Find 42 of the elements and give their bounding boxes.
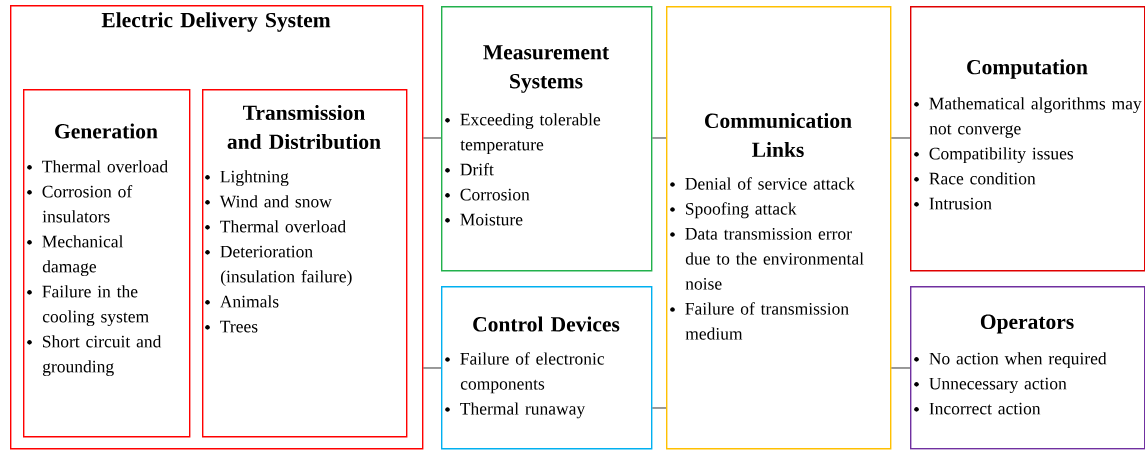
bullet-item: Incorrect action (929, 402, 1041, 415)
connector-line (652, 407, 667, 409)
bullet-item: Compatibility issues (929, 147, 1074, 164)
bullet-item: Wind and snow (219, 195, 332, 208)
box-heading: Generation (55, 123, 158, 139)
bullet-item: Denial of service attack (685, 177, 855, 190)
bullet-item: Data transmission error due to the environmental noise (685, 227, 864, 290)
connector-line (891, 137, 911, 139)
box-heading: Operators (980, 314, 1074, 334)
connector-line (423, 367, 442, 369)
bullet-item: Mathematical algorithms may not converge (929, 97, 1142, 139)
bullet-item: Deterioration (insulation failure) (220, 245, 352, 287)
bullet-item: Failure of electronic components (460, 352, 605, 394)
bullet-item: Thermal overload (42, 160, 168, 173)
bullet-item: Trees (220, 320, 258, 333)
box-heading: Control Devices (473, 316, 620, 332)
bullet-item: Corrosion of insulators (42, 185, 133, 223)
bullet-item: Corrosion (460, 188, 530, 201)
bullet-item: Animals (220, 295, 279, 308)
bullet-item: Race condition (929, 172, 1036, 185)
bullet-item: Failure in the cooling system (42, 285, 149, 327)
box-heading: Electric Delivery System (101, 12, 331, 32)
box-heading: Computation (967, 59, 1088, 79)
connector-line (891, 367, 911, 369)
bullet-item: Thermal runaway (460, 402, 586, 419)
bullet-item: Moisture (460, 213, 523, 226)
bullet-item: Intrusion (929, 197, 992, 210)
box-heading: Transmission and Distribution (227, 104, 381, 150)
bullet-item: Thermal overload (220, 220, 346, 233)
bullet-item: Failure of transmission medium (685, 302, 849, 340)
box-heading: Measurement Systems (483, 45, 609, 93)
bullet-item: Lightning (220, 170, 289, 187)
bullet-item: Spoofing attack (686, 202, 797, 219)
bullet-item: Unnecessary action (929, 377, 1067, 394)
bullet-item: No action when required (929, 352, 1107, 369)
bullet-item: Exceeding tolerable temperature (460, 113, 601, 155)
connector-line (652, 137, 667, 139)
connector-line (423, 137, 442, 139)
bullet-item: Drift (460, 163, 494, 176)
bullet-item: Short circuit and grounding (42, 335, 162, 377)
bullet-item: Mechanical damage (42, 235, 124, 277)
box-heading: Communication Links (705, 112, 852, 158)
